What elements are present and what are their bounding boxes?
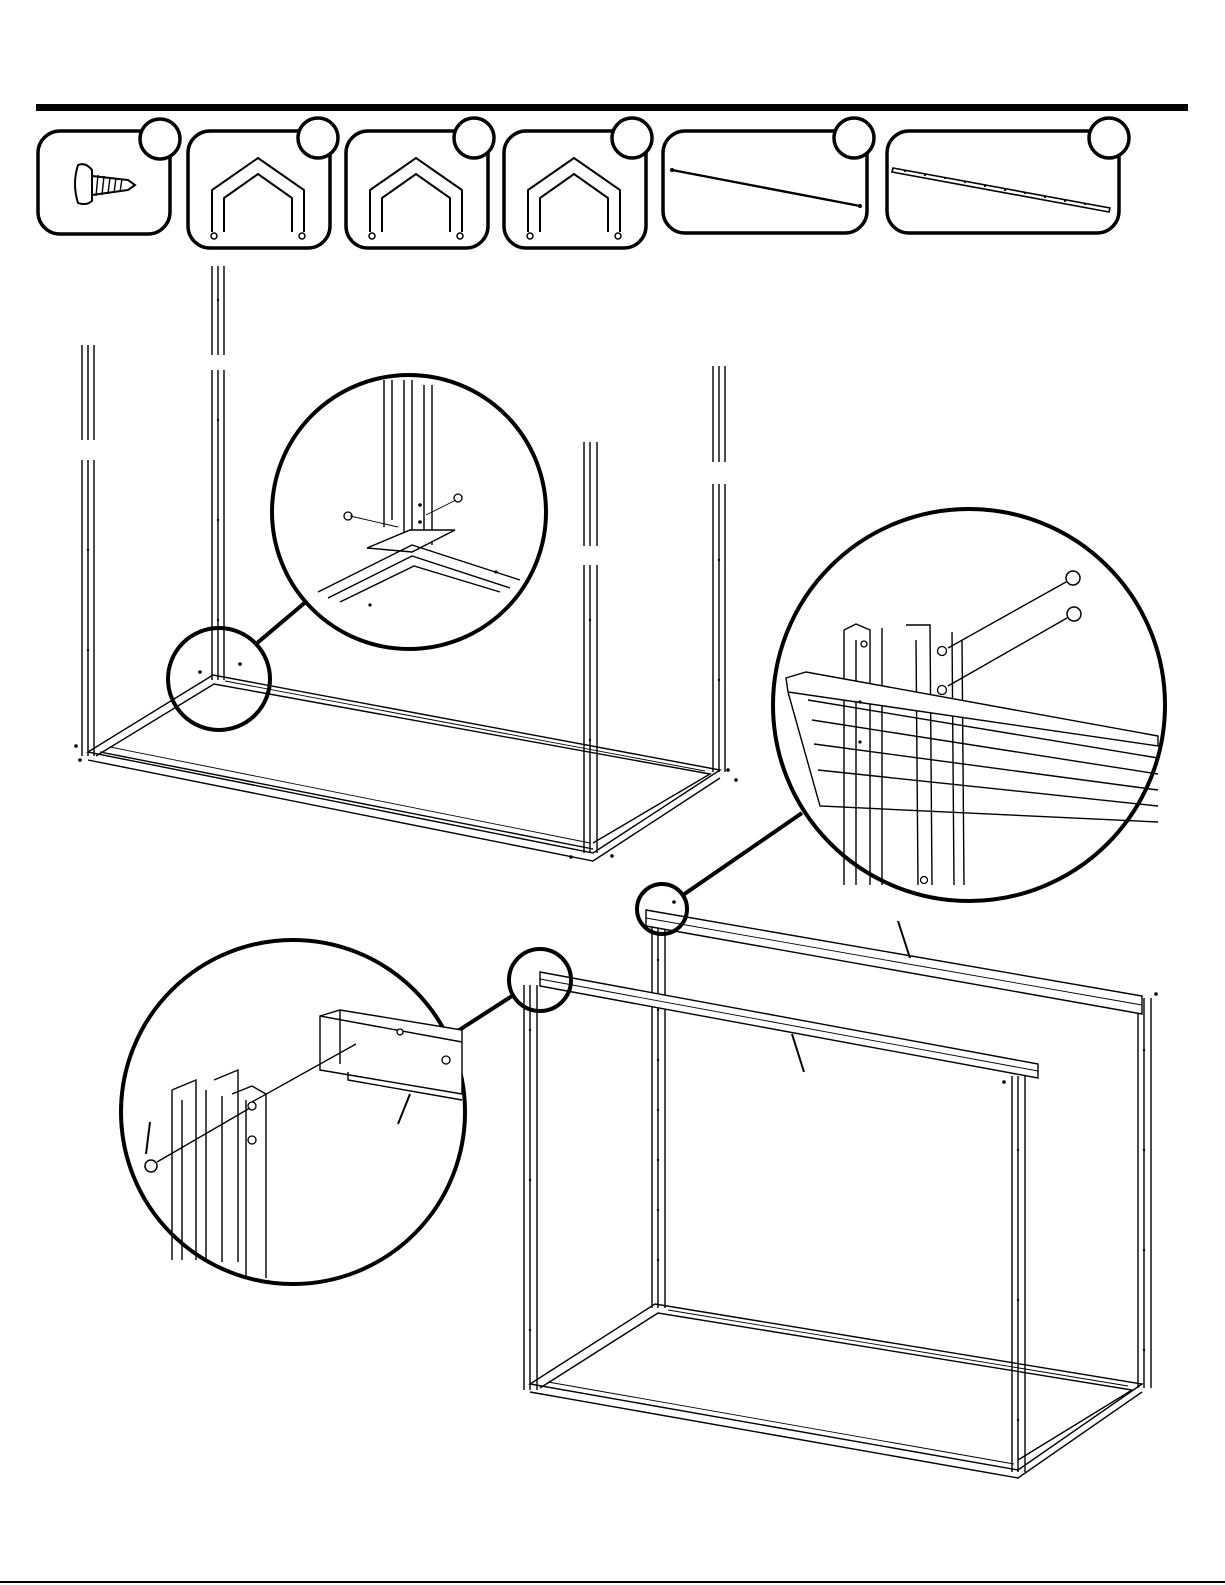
leader-line bbox=[898, 921, 910, 958]
part-badge bbox=[612, 118, 652, 158]
screw-icon bbox=[145, 1160, 157, 1172]
part-corner-bracket-a bbox=[188, 118, 338, 248]
base-frame bbox=[88, 675, 720, 861]
part-corner-bracket-c bbox=[504, 118, 652, 248]
part-badge bbox=[454, 118, 494, 158]
zoom-detail-top-rail bbox=[773, 509, 1165, 901]
part-corner-bracket-b bbox=[346, 118, 494, 248]
leader-line bbox=[792, 1034, 804, 1072]
part-badge bbox=[834, 118, 874, 158]
upper-assembly-view bbox=[74, 266, 738, 861]
part-badge bbox=[1089, 118, 1129, 158]
zoom-detail-front-rail bbox=[121, 940, 465, 1284]
part-badge bbox=[140, 119, 180, 159]
zoom-detail-base-corner bbox=[272, 375, 546, 649]
callout-leader bbox=[683, 813, 802, 895]
detail-callout-small bbox=[168, 628, 270, 730]
lower-assembly-view bbox=[450, 813, 1158, 1478]
part-thin-rod bbox=[663, 118, 874, 233]
callout-leader bbox=[256, 600, 308, 644]
part-badge bbox=[298, 118, 338, 158]
footer-rule bbox=[0, 1581, 1225, 1583]
part-screw bbox=[38, 119, 180, 234]
part-perforated-bar bbox=[887, 118, 1129, 233]
parts-row bbox=[38, 118, 1129, 248]
